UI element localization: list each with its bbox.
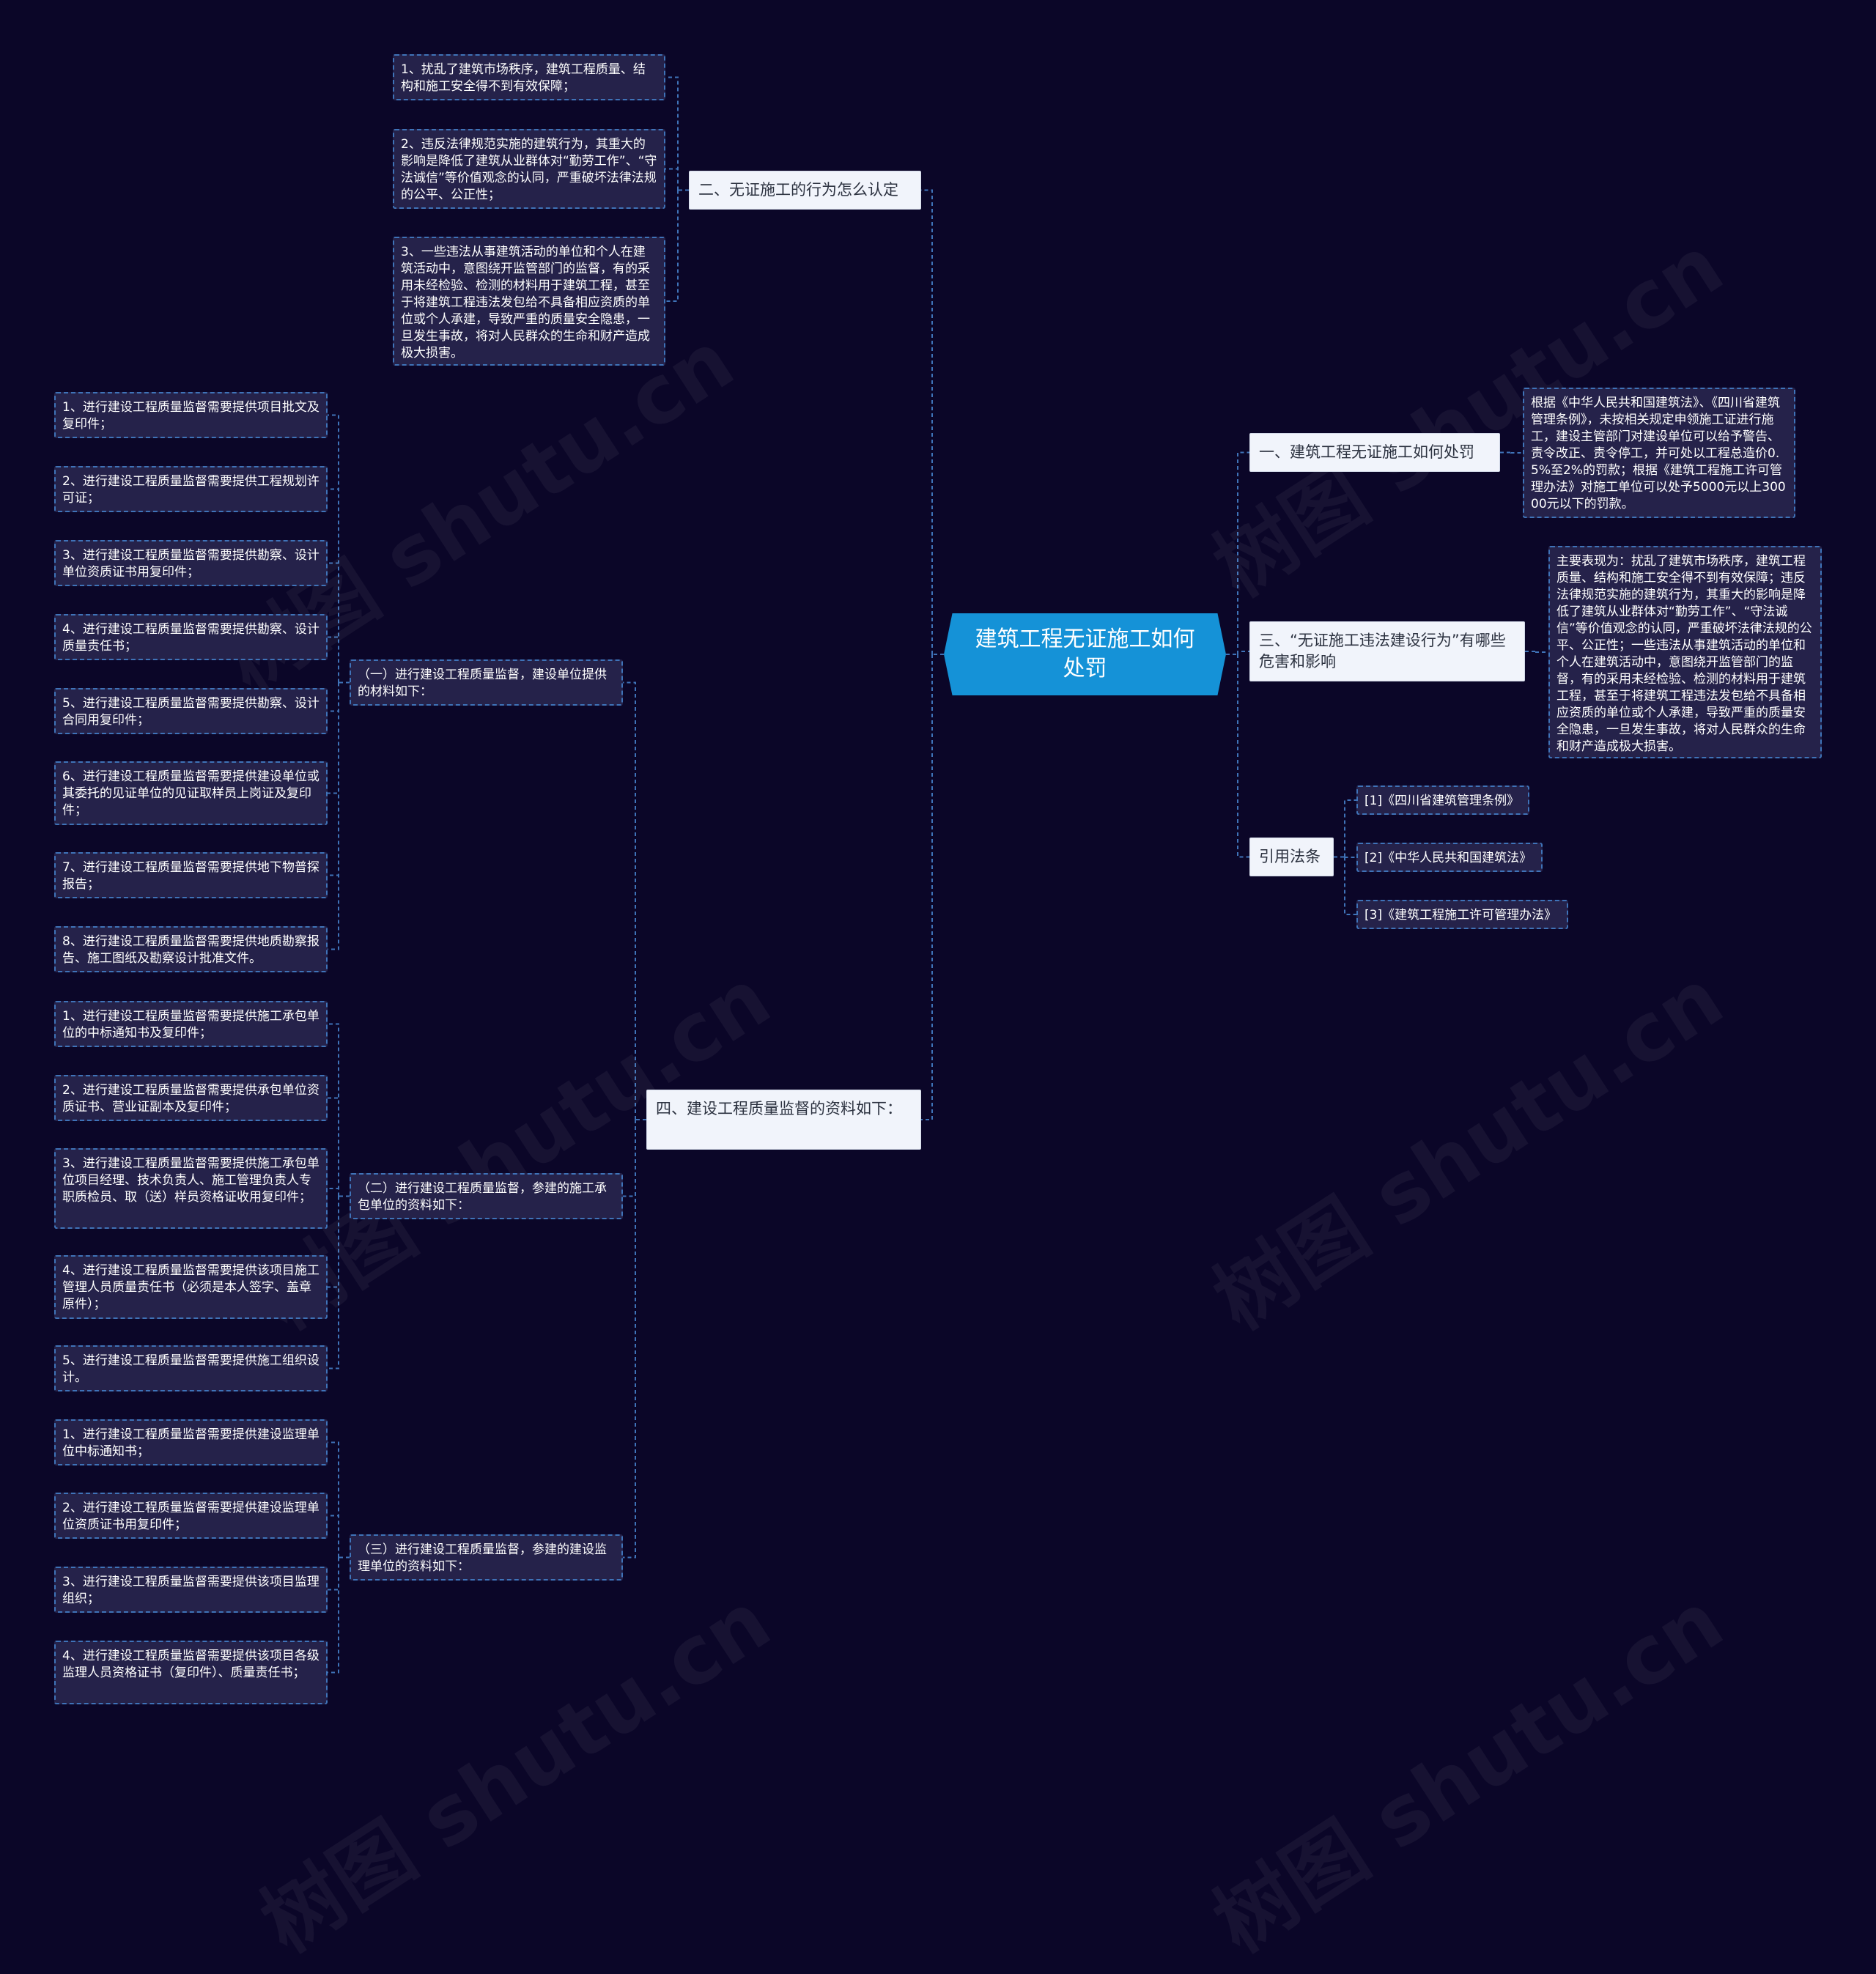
group-construction-unit[interactable]: （一）进行建设工程质量监督，建设单位提供的材料如下：: [350, 659, 623, 706]
material-item[interactable]: 1、进行建设工程质量监督需要提供施工承包单位的中标通知书及复印件；: [54, 1001, 328, 1047]
connector-line: [623, 1120, 636, 1197]
material-item[interactable]: 3、进行建设工程质量监督需要提供施工承包单位项目经理、技术负责人、施工管理负责人…: [54, 1148, 328, 1229]
central-topic[interactable]: 建筑工程无证施工如何处罚: [944, 613, 1226, 695]
material-item[interactable]: 5、进行建设工程质量监督需要提供勘察、设计合同用复印件；: [54, 688, 328, 734]
connector-line: [328, 682, 339, 712]
connector-line: [1535, 651, 1548, 653]
connector-line: [1344, 857, 1356, 915]
branch-identify-behavior[interactable]: 二、无证施工的行为怎么认定: [689, 171, 921, 210]
connector-line: [328, 1441, 339, 1558]
material-item[interactable]: 2、进行建设工程质量监督需要提供工程规划许可证；: [54, 466, 328, 512]
group-contractor-unit[interactable]: （二）进行建设工程质量监督，参建的施工承包单位的资料如下：: [350, 1173, 623, 1219]
connector-line: [328, 414, 339, 683]
material-item[interactable]: 3、进行建设工程质量监督需要提供该项目监理组织；: [54, 1567, 328, 1613]
connector-line: [1510, 452, 1523, 454]
connector-line: [328, 488, 339, 683]
branch-harm-impact[interactable]: 三、“无证施工违法建设行为”有哪些危害和影响: [1249, 621, 1525, 681]
punishment-detail[interactable]: 根据《中华人民共和国建筑法》、《四川省建筑管理条例》，未按相关规定申领施工证进行…: [1523, 388, 1795, 518]
connector-line: [328, 682, 339, 794]
material-item[interactable]: 6、进行建设工程质量监督需要提供建设单位或其委托的见证单位的见证取样员上岗证及复…: [54, 761, 328, 825]
connector-line: [623, 1120, 636, 1559]
branch-punishment[interactable]: 一、建筑工程无证施工如何处罚: [1249, 433, 1500, 472]
material-item[interactable]: 4、进行建设工程质量监督需要提供勘察、设计质量责任书；: [54, 614, 328, 660]
connector-line: [328, 1023, 339, 1197]
material-item[interactable]: 2、进行建设工程质量监督需要提供承包单位资质证书、营业证副本及复印件；: [54, 1075, 328, 1121]
connector-line: [1344, 799, 1356, 857]
material-item[interactable]: 5、进行建设工程质量监督需要提供施工组织设计。: [54, 1345, 328, 1391]
connector-line: [328, 1196, 339, 1369]
branch-supervision-materials[interactable]: 四、建设工程质量监督的资料如下：: [646, 1090, 921, 1150]
connector-line: [328, 1188, 339, 1197]
connector-line: [665, 168, 679, 191]
connector-line: [1344, 857, 1356, 858]
connector-line: [328, 1557, 339, 1674]
harm-detail[interactable]: 主要表现为：扰乱了建筑市场秩序，建筑工程质量、结构和施工安全得不到有效保障；违反…: [1548, 546, 1822, 758]
connector-line: [665, 190, 679, 302]
connector-line: [328, 562, 339, 683]
connector-line: [328, 1557, 339, 1591]
connector-line: [921, 654, 933, 1120]
connector-line: [328, 1196, 339, 1288]
connector-line: [328, 682, 339, 950]
material-item[interactable]: 4、进行建设工程质量监督需要提供该项目各级监理人员资格证书（复印件）、质量责任书…: [54, 1641, 328, 1704]
law-item[interactable]: [1]《四川省建筑管理条例》: [1356, 785, 1529, 815]
connector-line: [328, 1515, 339, 1558]
connector-line: [1237, 654, 1249, 858]
connector-line: [623, 681, 636, 1120]
connector-line: [1237, 651, 1249, 654]
material-item[interactable]: 1、进行建设工程质量监督需要提供建设监理单位中标通知书；: [54, 1419, 328, 1465]
connector-line: [328, 636, 339, 683]
connector-lines: [328, 76, 1548, 1674]
material-item[interactable]: 2、进行建设工程质量监督需要提供建设监理单位资质证书用复印件；: [54, 1493, 328, 1539]
branch-cited-laws[interactable]: 引用法条: [1249, 838, 1334, 876]
law-item[interactable]: [3]《建筑工程施工许可管理办法》: [1356, 900, 1568, 929]
material-item[interactable]: 1、进行建设工程质量监督需要提供项目批文及复印件；: [54, 392, 328, 438]
connector-line: [921, 189, 933, 654]
material-item[interactable]: 4、进行建设工程质量监督需要提供该项目施工管理人员质量责任书（必须是本人签字、盖…: [54, 1255, 328, 1319]
mind-map-canvas: 树图 shutu.cn 树图 shutu.cn 树图 shutu.cn 树图 s…: [54, 54, 1822, 1970]
group-supervision-unit[interactable]: （三）进行建设工程质量监督，参建的建设监理单位的资料如下：: [350, 1534, 623, 1581]
law-item[interactable]: [2]《中华人民共和国建筑法》: [1356, 843, 1543, 872]
identify-item[interactable]: 1、扰乱了建筑市场秩序，建筑工程质量、结构和施工安全得不到有效保障；: [393, 54, 665, 100]
material-item[interactable]: 8、进行建设工程质量监督需要提供地质勘察报告、施工图纸及勘察设计批准文件。: [54, 926, 328, 972]
connector-line: [328, 1097, 339, 1197]
identify-item[interactable]: 2、违反法律规范实施的建筑行为，其重大的影响是降低了建筑从业群体对“勤劳工作”、…: [393, 129, 665, 209]
connector-line: [1237, 451, 1249, 654]
identify-item[interactable]: 3、一些违法从事建筑活动的单位和个人在建筑活动中，意图绕开监管部门的监督，有的采…: [393, 237, 665, 366]
material-item[interactable]: 3、进行建设工程质量监督需要提供勘察、设计单位资质证书用复印件；: [54, 540, 328, 586]
material-item[interactable]: 7、进行建设工程质量监督需要提供地下物普探报告；: [54, 852, 328, 898]
connector-line: [665, 76, 679, 191]
